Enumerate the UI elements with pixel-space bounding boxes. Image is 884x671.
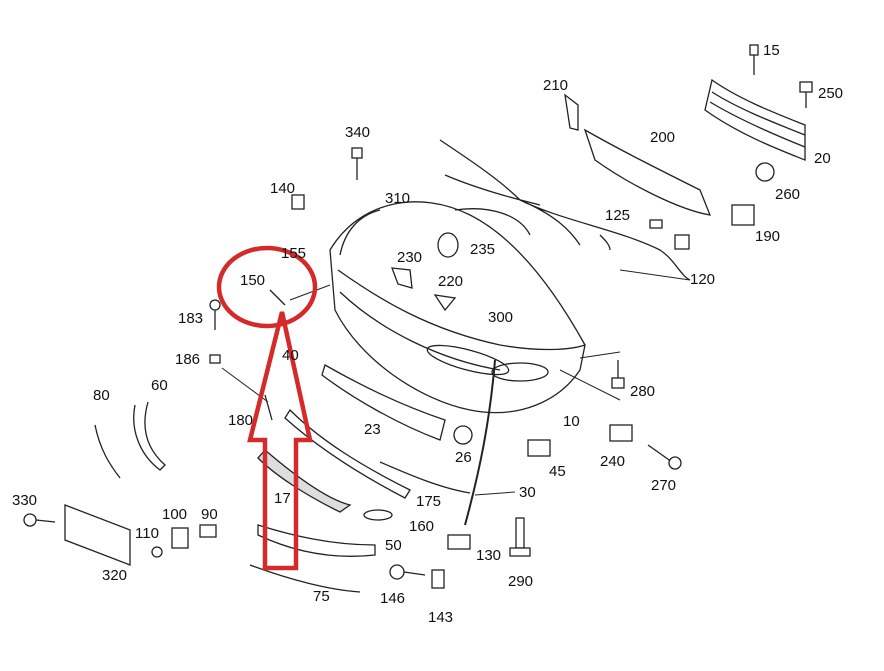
- part-label: 320: [102, 567, 127, 584]
- part-label: 75: [313, 588, 330, 605]
- part-label: 235: [470, 241, 495, 258]
- part-label-highlighted: 150: [240, 272, 265, 289]
- part-label: 45: [549, 463, 566, 480]
- trim-strip-part: [321, 364, 446, 441]
- part-label: 310: [385, 190, 410, 207]
- part-label: 220: [438, 273, 463, 290]
- grille-part: [704, 78, 806, 161]
- part-label: 20: [814, 150, 831, 167]
- wiring-harness-part: [439, 139, 691, 281]
- part-label: 110: [135, 525, 159, 542]
- grille-mesh-part: [257, 449, 352, 513]
- part-label: 190: [755, 228, 780, 245]
- part-label: 280: [630, 383, 655, 400]
- part-label: 186: [175, 351, 200, 368]
- part-label: 90: [201, 506, 218, 523]
- part-label: 30: [519, 484, 536, 501]
- part-label: 260: [775, 186, 800, 203]
- part-label: 300: [488, 309, 513, 326]
- part-label: 160: [409, 518, 434, 535]
- part-label: 80: [93, 387, 110, 404]
- part-label: 100: [162, 506, 187, 523]
- bumper-cover-part: [329, 201, 586, 414]
- part-label: 230: [397, 249, 422, 266]
- part-label: 125: [605, 207, 630, 224]
- part-label: 240: [600, 453, 625, 470]
- part-label: 250: [818, 85, 843, 102]
- part-label: 10: [563, 413, 580, 430]
- part-label: 60: [151, 377, 168, 394]
- part-label: 23: [364, 421, 381, 438]
- part-label: 155: [281, 245, 306, 262]
- part-label: 330: [12, 492, 37, 509]
- part-label: 26: [455, 449, 472, 466]
- part-label: 50: [385, 537, 402, 554]
- part-label: 15: [763, 42, 780, 59]
- part-label: 290: [508, 573, 533, 590]
- highlight-arrow: [247, 311, 313, 571]
- part-label: 146: [380, 590, 405, 607]
- part-label: 340: [345, 124, 370, 141]
- part-label: 130: [476, 547, 501, 564]
- part-label: 200: [650, 129, 675, 146]
- part-label: 120: [690, 271, 715, 288]
- highlight-circle: [216, 245, 318, 329]
- leader-lines: [221, 269, 691, 526]
- fasteners: [23, 44, 813, 589]
- part-label: 180: [228, 412, 253, 429]
- part-label: 270: [651, 477, 676, 494]
- part-label: 175: [416, 493, 441, 510]
- part-label: 40: [282, 347, 299, 364]
- part-label: 183: [178, 310, 203, 327]
- part-label: 210: [543, 77, 568, 94]
- part-number-labels: 15 250 20 260 210 200 340 140 310 125 19…: [12, 42, 843, 626]
- part-label: 17: [274, 490, 291, 507]
- part-label: 143: [428, 609, 453, 626]
- part-label: 140: [270, 180, 295, 197]
- bracket-part: [583, 128, 712, 216]
